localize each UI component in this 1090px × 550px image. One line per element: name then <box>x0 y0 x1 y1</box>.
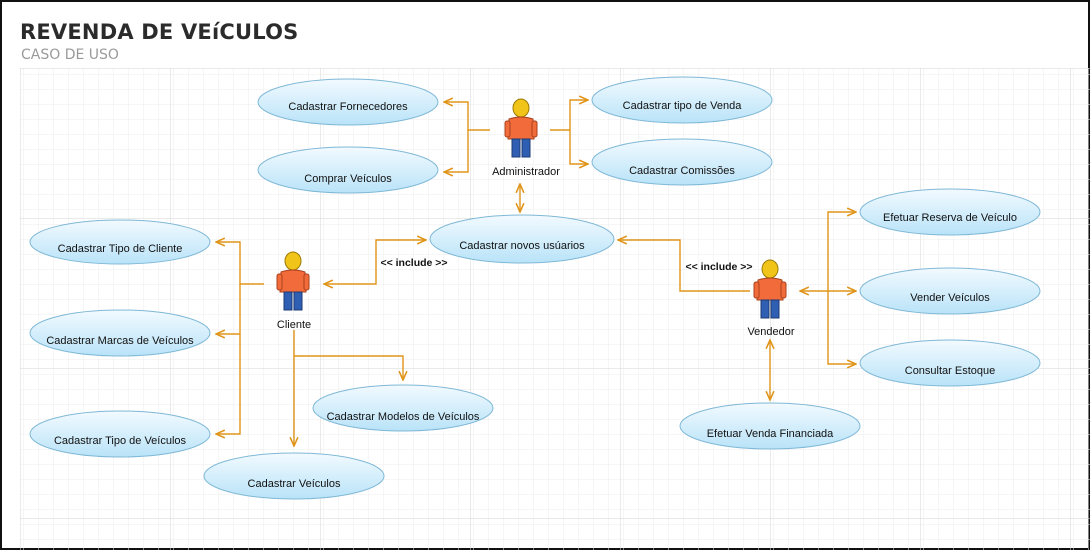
include-label-vendedor: << include >> <box>685 261 752 273</box>
actor-label: Cliente <box>277 319 311 331</box>
use-case-comprar-veiculos[interactable]: Comprar Veículos <box>257 146 439 194</box>
use-case-efetuar-venda-financiada[interactable]: Efetuar Venda Financiada <box>679 402 861 450</box>
actor-label: Administrador <box>492 166 560 178</box>
connector-admin-fornecedores <box>444 102 490 131</box>
actor-administrador[interactable]: Administrador <box>492 98 560 178</box>
use-case-label: Cadastrar Modelos de Veículos <box>327 411 480 423</box>
page-subtitle: CASO DE USO <box>21 47 119 63</box>
use-case-cadastrar-veiculos[interactable]: Cadastrar Veículos <box>203 452 385 500</box>
connector-admin-tipo-venda <box>550 100 588 131</box>
use-case-label: Vender Veículos <box>910 292 990 304</box>
use-case-label: Efetuar Venda Financiada <box>707 428 834 440</box>
use-case-label: Cadastrar Fornecedores <box>288 101 408 113</box>
use-case-cadastrar-tipo-veiculos[interactable]: Cadastrar Tipo de Veículos <box>29 410 211 458</box>
connector-vendedor-include <box>618 240 750 292</box>
connector-admin-comprar <box>444 130 469 172</box>
use-case-cadastrar-tipo-cliente[interactable]: Cadastrar Tipo de Cliente <box>29 219 211 265</box>
use-case-label: Cadastrar Comissões <box>629 165 735 177</box>
use-case-cadastrar-comissoes[interactable]: Cadastrar Comissões <box>591 138 773 186</box>
use-case-label: Cadastrar Tipo de Cliente <box>58 243 183 255</box>
use-case-label: Cadastrar Marcas de Veículos <box>46 335 194 347</box>
use-case-label: Cadastrar novos usúarios <box>459 240 585 252</box>
connector-vendedor-estoque <box>827 291 856 364</box>
use-case-cadastrar-tipo-venda[interactable]: Cadastrar tipo de Venda <box>591 76 773 124</box>
connector-cliente-include <box>324 240 426 284</box>
use-case-cadastrar-marcas-veiculos[interactable]: Cadastrar Marcas de Veículos <box>29 309 211 357</box>
use-case-label: Consultar Estoque <box>905 365 996 377</box>
diagram-canvas: << include >> << include >> Cadastrar Fo… <box>20 68 1090 550</box>
use-case-label: Cadastrar Tipo de Veículos <box>54 435 187 447</box>
actor-cliente[interactable]: Cliente <box>276 251 311 331</box>
use-case-cadastrar-fornecedores[interactable]: Cadastrar Fornecedores <box>257 78 439 126</box>
use-case-vender-veiculos[interactable]: Vender Veículos <box>859 267 1041 315</box>
connector-admin-comissoes <box>569 130 588 164</box>
connectors <box>216 100 856 446</box>
use-case-label: Comprar Veículos <box>304 173 392 185</box>
actor-vendedor[interactable]: Vendedor <box>747 259 795 338</box>
page-title: REVENDA DE VEíCULOS <box>20 20 299 44</box>
use-case-cadastrar-modelos-veiculos[interactable]: Cadastrar Modelos de Veículos <box>312 384 494 432</box>
use-case-efetuar-reserva[interactable]: Efetuar Reserva de Veículo <box>859 188 1041 236</box>
actor-label: Vendedor <box>747 326 794 338</box>
use-case-label: Efetuar Reserva de Veículo <box>883 212 1017 224</box>
include-label-cliente: << include >> <box>380 257 447 269</box>
use-case-label: Cadastrar tipo de Venda <box>623 100 743 112</box>
connector-cliente-tipo-veiculos <box>216 334 241 434</box>
connector-vendedor-reserva <box>800 212 856 291</box>
connector-cliente-tipo-cliente <box>216 242 264 285</box>
connector-cliente-modelos <box>294 355 403 380</box>
use-case-label: Cadastrar Veículos <box>248 478 341 490</box>
use-case-cadastrar-novos-usuarios[interactable]: Cadastrar novos usúarios <box>429 214 615 264</box>
use-case-consultar-estoque[interactable]: Consultar Estoque <box>859 339 1041 387</box>
